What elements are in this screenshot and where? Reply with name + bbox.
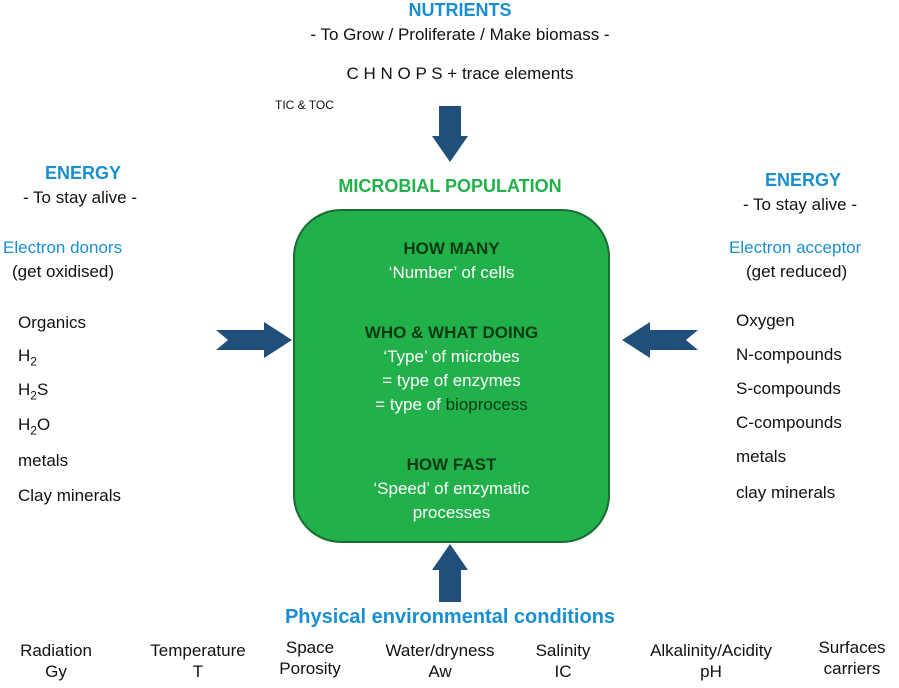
nutrients-subtitle: - To Grow / Proliferate / Make biomass - (310, 25, 610, 44)
speed-line2-text: processes (412, 503, 491, 522)
donor-h2s: H2S (18, 380, 49, 403)
nutrients-title: NUTRIENTS (408, 0, 512, 20)
get-reduced-note: (get reduced) (746, 262, 848, 281)
acceptor-c-compounds: C-compounds (736, 413, 842, 432)
type-enzymes-text: = type of enzymes (382, 371, 521, 390)
acceptor-clay-minerals: clay minerals (736, 483, 836, 502)
type-of-prefix: = type of (375, 395, 446, 414)
how-fast-heading: HOW FAST (406, 455, 497, 474)
type-microbes-text: ‘Type’ of microbes (383, 347, 520, 366)
energy-right-title: ENERGY (764, 170, 842, 190)
energy-right-subtitle: - To stay alive - (742, 195, 857, 214)
donor-h2: H2 (18, 346, 37, 369)
nutrients-elements: C H N O P S + trace elements (346, 64, 574, 83)
nutrients-tic-toc: TIC & TOC (275, 98, 334, 112)
donor-organics: Organics (18, 313, 87, 332)
get-oxidised-note: (get oxidised) (12, 262, 115, 281)
electron-acceptor-label: Electron acceptor (729, 238, 862, 257)
energy-left-title: ENERGY (44, 163, 122, 183)
arrow-down-nutrients (432, 106, 468, 162)
type-bioprocess-text: = type of bioprocess (295, 395, 608, 415)
who-what-heading: WHO & WHAT DOING (364, 323, 539, 342)
energy-left-subtitle: - To stay alive - (22, 188, 137, 207)
how-many-heading: HOW MANY (403, 239, 500, 258)
donor-h2o: H2O (18, 415, 51, 438)
acceptor-oxygen: Oxygen (736, 311, 795, 330)
number-of-cells-text: ‘Number’ of cells (388, 263, 515, 282)
donor-metals: metals (18, 451, 69, 470)
acceptor-metals: metals (736, 447, 787, 466)
electron-donors-label: Electron donors (3, 238, 123, 257)
donor-clay-minerals: Clay minerals (18, 486, 121, 505)
arrow-right-donors (216, 322, 292, 358)
bioprocess-word: bioprocess (445, 395, 528, 414)
microbial-population-box: HOW MANY ‘Number’ of cells WHO & WHAT DO… (293, 209, 610, 543)
conditions-title: Physical environmental conditions (284, 606, 616, 628)
acceptor-s-compounds: S-compounds (736, 379, 841, 398)
acceptor-n-compounds: N-compounds (736, 345, 842, 364)
arrow-up-conditions (432, 544, 468, 602)
speed-line1-text: ‘Speed’ of enzymatic (373, 479, 530, 498)
population-title: MICROBIAL POPULATION (338, 176, 562, 196)
arrow-left-acceptors (622, 322, 698, 358)
